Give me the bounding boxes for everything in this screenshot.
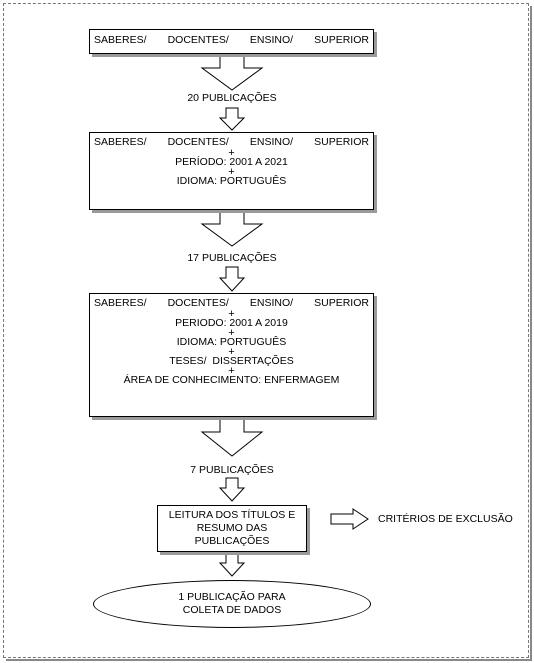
arrow-down-small-3 [218, 477, 246, 502]
arrow-down-3 [200, 416, 264, 457]
term-docentes: DOCENTES/ [167, 34, 229, 46]
arrow-right-exclusion [330, 508, 369, 530]
reading-line-2: RESUMO DAS [196, 522, 268, 534]
reading-line-1: LEITURA DOS TÍTULOS E [168, 509, 296, 521]
plus-sign: + [228, 365, 235, 377]
plus-sign: + [228, 166, 235, 178]
count-20-publications: 20 PUBLICAÇÕES [187, 92, 277, 104]
exclusion-criteria-label: CRITÉRIOS DE EXCLUSÃO [378, 513, 513, 525]
frame-shadow [6, 6, 532, 661]
term-saberes: SABERES/ [94, 297, 147, 309]
plus-sign: + [228, 147, 235, 159]
term-superior: SUPERIOR [314, 297, 369, 309]
final-line-2: COLETA DE DADOS [182, 604, 282, 616]
final-line-1: 1 PUBLICAÇÃO PARA [178, 591, 286, 603]
document-types-text: TESES/ DISSERTAÇÕES [169, 355, 294, 367]
plus-sign: + [228, 308, 235, 320]
term-ensino: ENSINO/ [249, 34, 294, 46]
count-17-publications: 17 PUBLICAÇÕES [187, 252, 277, 264]
arrow-down-small-4 [218, 551, 246, 577]
term-docentes: DOCENTES/ [167, 297, 229, 309]
final-result-ellipse: 1 PUBLICAÇÃO PARA COLETA DE DADOS [93, 580, 371, 628]
knowledge-area-text: ÁREA DE CONHECIMENTO: ENFERMAGEM [123, 374, 340, 386]
term-ensino: ENSINO/ [249, 136, 294, 148]
term-ensino: ENSINO/ [249, 297, 294, 309]
box-search-terms: SABERES/ DOCENTES/ ENSINO/ SUPERIOR [89, 29, 374, 54]
search-terms-row: SABERES/ DOCENTES/ ENSINO/ SUPERIOR [90, 136, 373, 149]
arrow-down-small-2 [218, 266, 246, 292]
period-text: PERÍODO: 2001 A 2021 [175, 156, 288, 168]
plus-sign: + [228, 327, 235, 339]
term-docentes: DOCENTES/ [167, 136, 229, 148]
language-text: IDIOMA: PORTUGUÊS [176, 336, 287, 348]
arrow-down-1 [200, 53, 264, 91]
period-text: PERIODO: 2001 A 2019 [175, 317, 288, 329]
box-filter-period: SABERES/ DOCENTES/ ENSINO/ SUPERIOR + PE… [89, 132, 374, 210]
box-title-abstract-reading: LEITURA DOS TÍTULOS E RESUMO DAS PUBLICA… [157, 505, 307, 552]
arrow-down-2 [200, 209, 264, 247]
term-superior: SUPERIOR [314, 34, 369, 46]
box-filter-area: SABERES/ DOCENTES/ ENSINO/ SUPERIOR + PE… [89, 293, 374, 417]
arrow-down-small-1 [218, 107, 246, 131]
search-terms-row: SABERES/ DOCENTES/ ENSINO/ SUPERIOR [90, 297, 373, 310]
diagram-frame [3, 3, 529, 658]
reading-line-3: PUBLICAÇÕES [194, 535, 270, 547]
term-saberes: SABERES/ [94, 136, 147, 148]
language-text: IDIOMA: PORTUGUÊS [176, 175, 287, 187]
count-7-publications: 7 PUBLICAÇÕES [190, 464, 274, 476]
search-terms-row: SABERES/ DOCENTES/ ENSINO/ SUPERIOR [90, 34, 373, 47]
term-saberes: SABERES/ [94, 34, 147, 46]
term-superior: SUPERIOR [314, 136, 369, 148]
plus-sign: + [228, 346, 235, 358]
